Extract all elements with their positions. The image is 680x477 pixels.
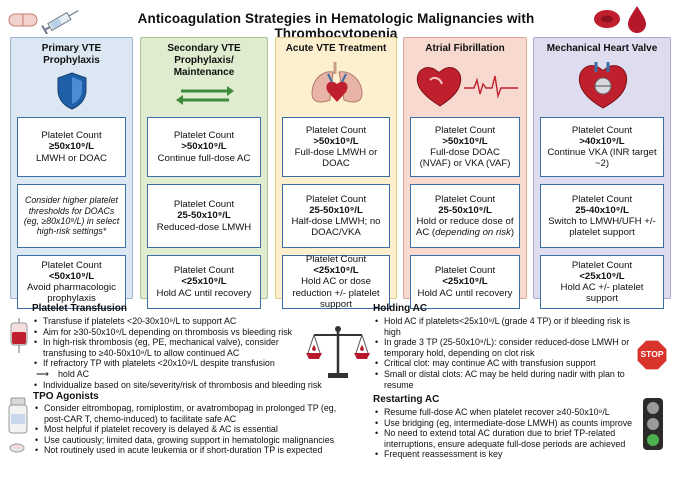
- secondary-box-mid: Platelet Count 25-50x10⁹/L Reduced-dose …: [147, 184, 261, 248]
- list-item: Frequent reassessment is key: [373, 449, 635, 460]
- medicine-bottle-icon: [8, 397, 28, 453]
- syringe-icon: [41, 9, 79, 34]
- afib-box-mid: Platelet Count 25-50x10⁹/L Hold or reduc…: [410, 184, 520, 248]
- heart-ecg-icon: [416, 67, 518, 107]
- platelet-transfusion-list: Transfuse if platelets <20-30x10⁹/L to s…: [32, 316, 322, 390]
- pill-icon: [8, 13, 38, 27]
- list-item: Small or distal clots: AC may be held du…: [373, 369, 635, 390]
- traffic-light-icon: [643, 398, 663, 450]
- valve-box-high: Platelet Count >40x10⁹/L Continue VKA (I…: [540, 117, 664, 177]
- stop-sign-label: STOP: [640, 349, 664, 359]
- secondary-box-high: Platelet Count >50x10⁹/L Continue full-d…: [147, 117, 261, 177]
- valve-box-mid: Platelet Count 25-40x10⁹/L Switch to LMW…: [540, 184, 664, 248]
- primary-box-high: Platelet Count ≥50x10⁹/L LMWH or DOAC: [17, 117, 126, 177]
- list-item: In grade 3 TP (25-50x10⁹/L): consider re…: [373, 337, 635, 358]
- acute-box-mid: Platelet Count 25-50x10⁹/L Half-dose LMW…: [282, 184, 390, 248]
- blood-drop-icon: [628, 6, 646, 33]
- list-item: Aim for ≥30-50x10⁹/L depending on thromb…: [32, 327, 322, 338]
- secondary-box-low: Platelet Count <25x10⁹/L Hold AC until r…: [147, 255, 261, 309]
- valve-box-low: Platelet Count <25x10⁹/L Hold AC +/- pla…: [540, 255, 664, 309]
- shield-icon: [57, 72, 87, 110]
- list-item: If refractory TP with platelets <20x10⁹/…: [32, 358, 322, 369]
- list-item: Use cautiously; limited data, growing su…: [33, 435, 338, 446]
- primary-box-low: Platelet Count <50x10⁹/L Avoid pharmacol…: [17, 255, 126, 309]
- list-item: In high-risk thrombosis (eg, PE, mechani…: [32, 337, 322, 358]
- column-secondary-vte-prophylaxis: Secondary VTE Prophylaxis/ Maintenance P…: [140, 37, 268, 309]
- holding-ac-title: Holding AC: [373, 303, 428, 314]
- afib-box-low: Platelet Count <25x10⁹/L Hold AC until r…: [410, 255, 520, 309]
- list-item: Transfuse if platelets <20-30x10⁹/L to s…: [32, 316, 322, 327]
- column-header: Acute VTE Treatment: [285, 43, 387, 54]
- blood-bag-icon: [10, 318, 28, 353]
- afib-box-high: Platelet Count >50x10⁹/L Full-dose DOAC …: [410, 117, 520, 177]
- list-item: No need to extend total AC duration due …: [373, 428, 635, 449]
- acute-box-low: Platelet Count <25x10⁹/L Hold AC or dose…: [282, 254, 390, 310]
- acute-box-high: Platelet Count >50x10⁹/L Full-dose LMWH …: [282, 117, 390, 177]
- tpo-agonists-list: Consider eltrombopag, romiplostim, or av…: [33, 403, 338, 456]
- scale-icon: [306, 326, 370, 378]
- column-header: Primary VTE Prophylaxis: [41, 43, 102, 66]
- list-item: Not routinely used in acute leukemia or …: [33, 445, 338, 456]
- list-item: Critical clot: may continue AC with tran…: [373, 358, 635, 369]
- list-item: Resume full-dose AC when platelet recove…: [373, 407, 635, 418]
- column-primary-vte-prophylaxis: Primary VTE Prophylaxis Platelet Count ≥…: [10, 37, 133, 309]
- platelet-transfusion-title: Platelet Transfusion: [32, 303, 128, 314]
- blood-cells-icon: [594, 10, 620, 28]
- stop-sign-shape: [636, 339, 668, 371]
- holding-ac-list: Hold AC if platelets<25x10⁹/L (grade 4 T…: [373, 316, 635, 390]
- cycle-arrows-icon: [176, 86, 234, 105]
- column-atrial-fibrillation: Atrial Fibrillation Platelet Count >50x1…: [403, 37, 527, 309]
- valve-heart-icon: [578, 62, 628, 109]
- restarting-ac-title: Restarting AC: [373, 394, 440, 405]
- list-item: Hold AC if platelets<25x10⁹/L (grade 4 T…: [373, 316, 635, 337]
- tpo-agonists-title: TPO Agonists: [33, 391, 99, 402]
- column-mechanical-heart-valve: Mechanical Heart Valve Platelet Count >4…: [533, 37, 671, 309]
- restarting-ac-list: Resume full-dose AC when platelet recove…: [373, 407, 635, 460]
- column-header: Mechanical Heart Valve: [546, 43, 658, 54]
- stop-sign-icon: STOP: [636, 339, 668, 371]
- list-item: Most helpful if platelet recovery is del…: [33, 424, 338, 435]
- column-header: Secondary VTE Prophylaxis/ Maintenance: [167, 43, 241, 78]
- list-item: Individualize based on site/severity/ris…: [32, 380, 322, 391]
- list-item: Consider eltrombopag, romiplostim, or av…: [33, 403, 338, 424]
- list-item: Use bridging (eg, intermediate-dose LMWH…: [373, 418, 635, 429]
- list-item: hold AC: [32, 369, 322, 380]
- column-header: Atrial Fibrillation: [425, 43, 505, 54]
- primary-box-note: Consider higher platelet thresholds for …: [17, 184, 126, 248]
- lungs-heart-icon: [311, 62, 363, 103]
- column-acute-vte-treatment: Acute VTE Treatment Platelet Count >50x1…: [275, 37, 397, 310]
